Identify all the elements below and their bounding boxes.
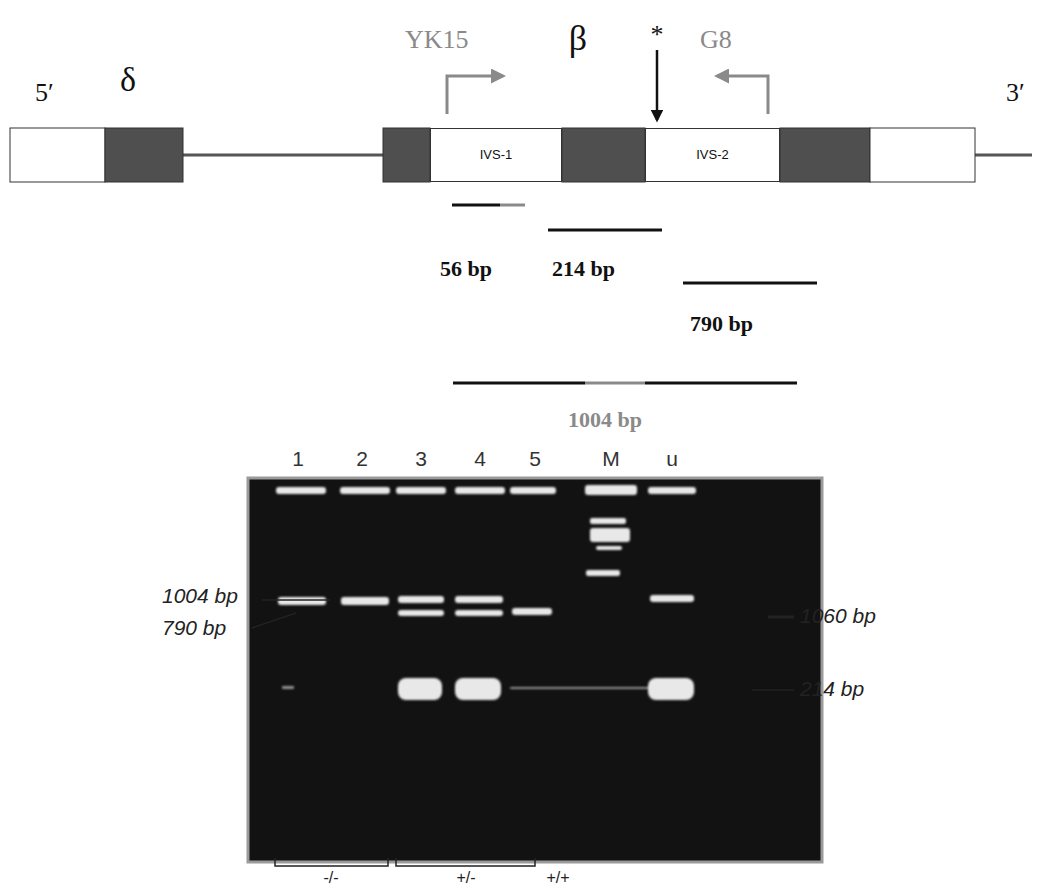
leader-lines [252,600,794,690]
fragment-size: 1004 bp [568,407,642,432]
gene-name: β [569,18,587,59]
end-label: 3′ [1006,78,1025,108]
band-size: 1060 bp [800,604,876,628]
lane-number-slot: 4 [474,447,486,471]
genotype-brackets [275,858,535,866]
intron-box: IVS-1 [430,128,562,182]
genotype-slot: -/- [323,869,338,887]
fragment-lines [452,205,817,383]
fragment-size: 56 bp [440,256,492,281]
fragment-size: 790 bp [690,311,753,336]
genotype: +/- [456,869,475,887]
band-size-slot: 1060 bp [800,604,876,628]
lane-number: 4 [474,447,486,471]
primer-name: G8 [700,25,732,55]
genotype: -/- [323,869,338,887]
lane-name-slot: M [602,447,620,471]
primer-name-slot: G8 [700,25,732,55]
band-size-slot: 790 bp [162,616,226,640]
lane-number: 2 [356,447,368,471]
band-size: 1004 bp [162,584,238,608]
lane-number: 5 [529,447,541,471]
primer-name: YK15 [405,25,469,55]
intron-label: IVS-2 [696,148,729,163]
lane-name: u [666,447,678,471]
primer-arrow [447,76,503,114]
band-size-slot: 1004 bp [162,584,238,608]
band-size: 214 bp [800,677,864,701]
lane-number: 1 [292,447,304,471]
gene-name: δ [120,60,136,99]
genotype: +/+ [546,869,569,887]
mutation-arrow [656,50,659,120]
lane-number-slot: 3 [415,447,427,471]
genotype-slot: +/+ [546,869,569,887]
lane-number-slot: 2 [356,447,368,471]
genotype-slot: +/- [456,869,475,887]
fragment-size: 214 bp [552,256,615,281]
end-label-slot: 3′ [1006,78,1025,108]
fragment-size-slot: 790 bp [690,311,753,336]
gene-map [10,128,1032,182]
fragment-size-slot: 56 bp [440,256,492,281]
fragment-size-slot: 214 bp [552,256,615,281]
mutation-mark-slot: * [651,20,664,50]
gene-name-slot: δ [120,60,136,99]
lane-name: M [602,447,620,471]
lane-number-slot: 5 [529,447,541,471]
band-size: 790 bp [162,616,226,640]
intron-box: IVS-2 [645,128,780,182]
mutation-mark: * [651,20,664,50]
primer-arrow [717,76,768,114]
intron-label: IVS-1 [480,148,513,163]
end-label-slot: 5′ [35,78,54,108]
primer-name-slot: YK15 [405,25,469,55]
band-size-slot: 214 bp [800,677,864,701]
fragment-size-slot: 1004 bp [568,407,642,432]
gel-image [248,478,822,862]
lane-number: 3 [415,447,427,471]
gene-name-slot: β [569,18,587,59]
lane-name-slot: u [666,447,678,471]
end-label: 5′ [35,78,54,108]
lane-number-slot: 1 [292,447,304,471]
